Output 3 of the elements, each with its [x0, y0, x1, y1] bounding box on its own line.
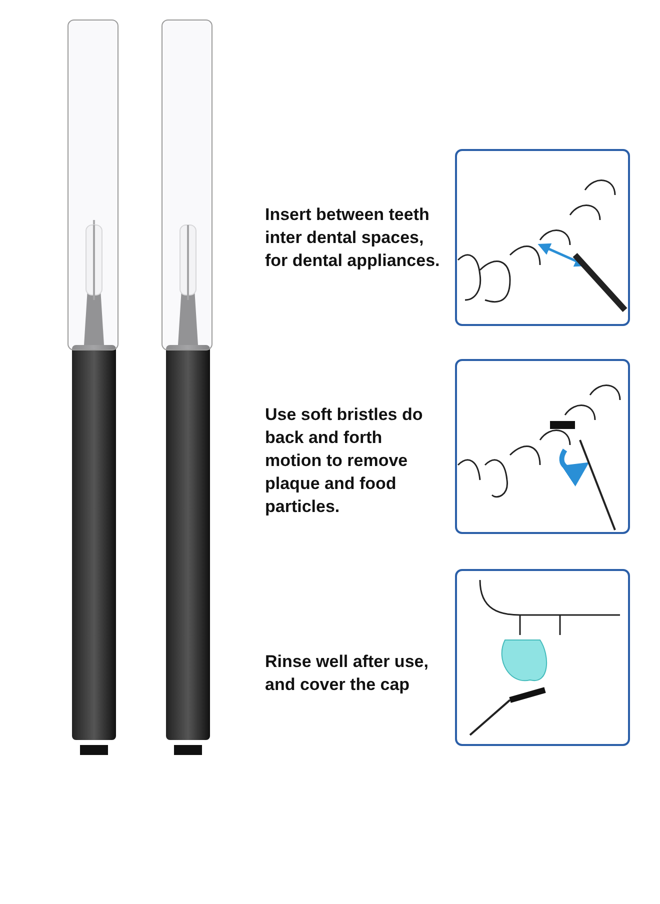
instruction-text: Use soft bristles do back and forth motion to remove plaque and food particles. [265, 404, 424, 518]
instruction-text: Rinse well after use, and cover the cap [265, 651, 430, 696]
instruction-text: Insert between teeth inter dental spaces, for dental appliances. [265, 204, 440, 272]
